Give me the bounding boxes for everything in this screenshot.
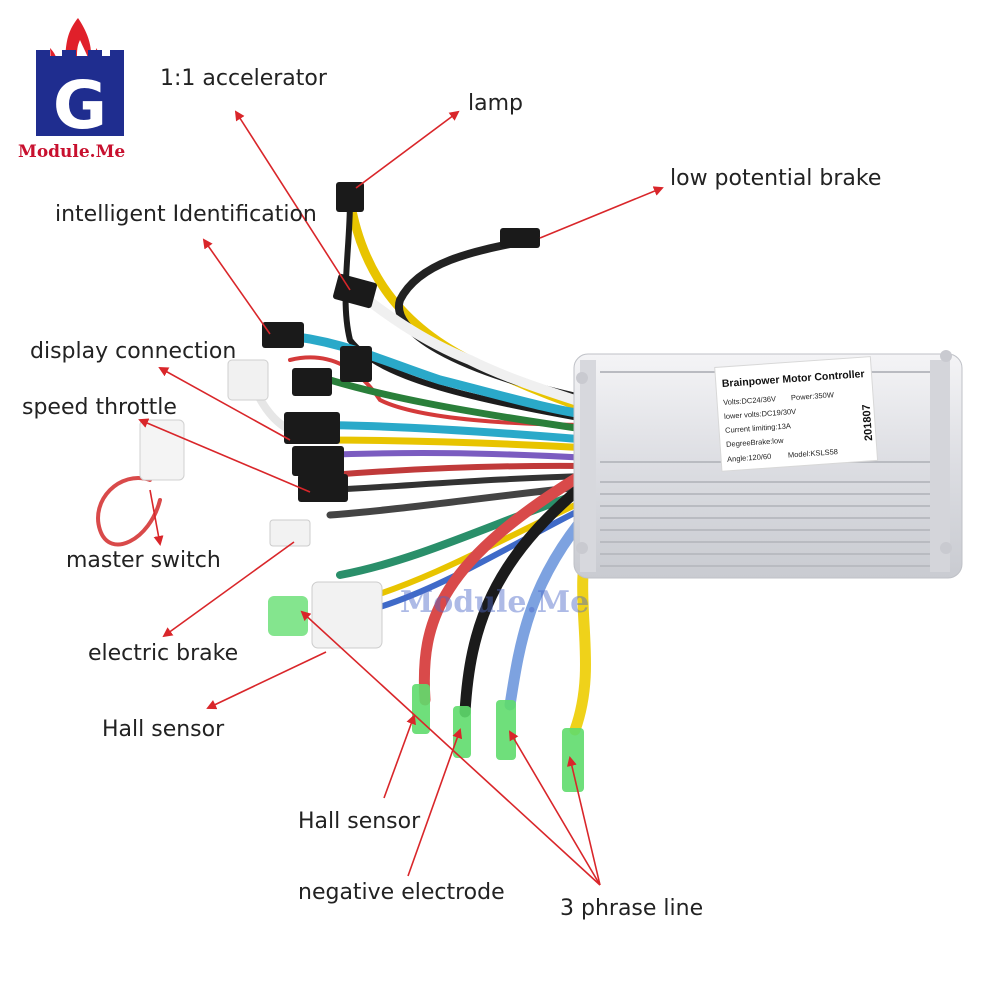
label-display-connection: display connection [30, 339, 237, 364]
brand-text: Module.Me [18, 142, 126, 162]
spec-label: Brainpower Motor Controller Volts:DC24/3… [714, 356, 879, 472]
spec-brake: DegreeBrake:low [726, 436, 785, 449]
label-hall-sensor-bottom: Hall sensor [298, 809, 421, 834]
logo-letter: G [53, 67, 107, 144]
label-master-switch: master switch [66, 548, 221, 573]
callout-arrows [138, 110, 664, 886]
label-speed-throttle: speed throttle [22, 395, 177, 420]
watermark: Module.Me [400, 585, 589, 620]
motor-controller: Brainpower Motor Controller Volts:DC24/3… [573, 350, 963, 579]
label-accelerator: 1:1 accelerator [160, 66, 327, 91]
spec-volts: Volts:DC24/36V [723, 394, 776, 407]
label-electric-brake: electric brake [88, 641, 239, 666]
label-lamp: lamp [468, 91, 523, 116]
label-negative-electrode: negative electrode [298, 880, 505, 905]
date-code: 201807 [861, 404, 876, 441]
spec-model: Model:KSLS58 [788, 447, 839, 459]
spec-power: Power:350W [791, 390, 835, 402]
connectors [139, 182, 584, 792]
label-low-potential-brake: low potential brake [670, 166, 882, 191]
label-hall-sensor-left: Hall sensor [102, 717, 225, 742]
label-3-phrase-line: 3 phrase line [560, 896, 704, 921]
brand-logo: G [36, 18, 124, 144]
label-intelligent-identification: intelligent Identification [55, 202, 317, 227]
spec-angle: Angle:120/60 [727, 452, 772, 464]
